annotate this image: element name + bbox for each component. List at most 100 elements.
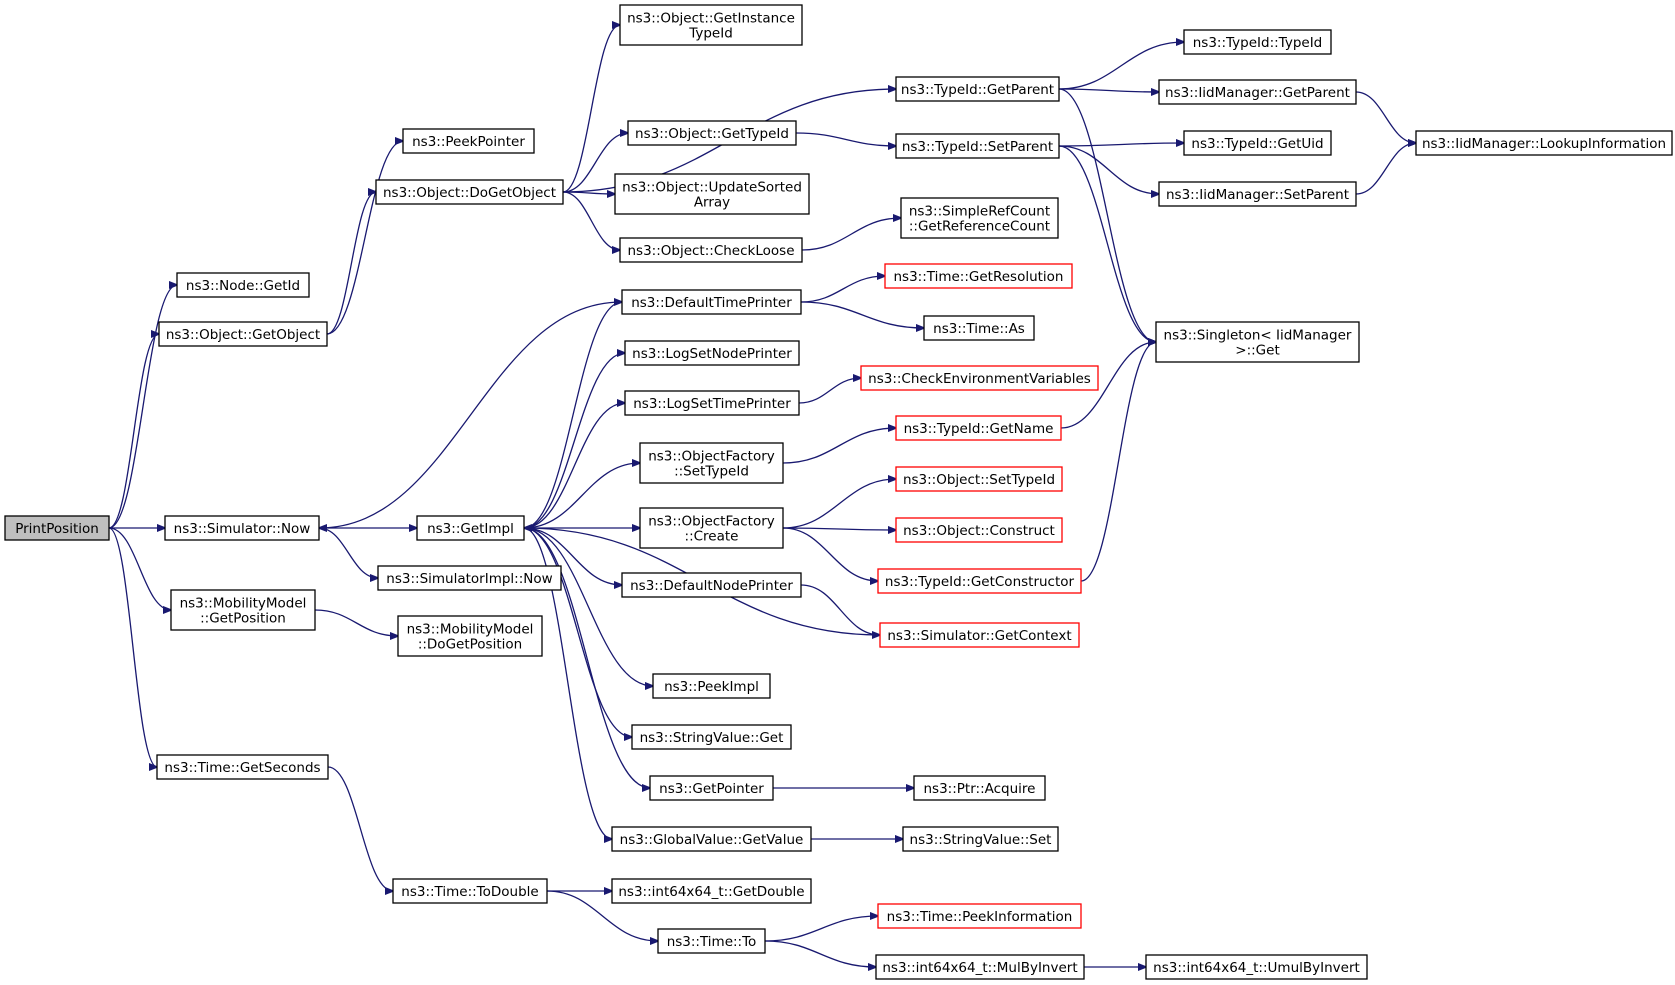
node-label: ns3::int64x64_t::MulByInvert — [882, 960, 1077, 976]
node-checkenv[interactable]: ns3::CheckEnvironmentVariables — [860, 365, 1099, 391]
node-singleton-get[interactable]: ns3::Singleton< IidManager>::Get — [1155, 321, 1360, 363]
node-sim-getctx[interactable]: ns3::Simulator::GetContext — [879, 622, 1080, 648]
edge-iidmgr-getparent-to-iidmgr-lookup — [1355, 91, 1416, 143]
node-typeid-setparent[interactable]: ns3::TypeId::SetParent — [895, 133, 1060, 159]
node-getpointer[interactable]: ns3::GetPointer — [649, 775, 774, 801]
edge-mm-getpos-to-mm-dogetpos — [314, 609, 398, 636]
node-typeid-typeid[interactable]: ns3::TypeId::TypeId — [1183, 29, 1332, 55]
node-box — [170, 589, 316, 631]
node-iidmgr-lookup[interactable]: ns3::IidManager::LookupInformation — [1415, 130, 1673, 156]
node-deftimeprinter[interactable]: ns3::DefaultTimePrinter — [621, 289, 802, 315]
edge-getimpl-to-objfac-settype — [523, 463, 640, 529]
node-box — [1145, 954, 1368, 980]
node-box — [156, 754, 329, 780]
node-obj-getobject[interactable]: ns3::Object::GetObject — [158, 321, 328, 347]
node-typeid-getuid[interactable]: ns3::TypeId::GetUid — [1183, 130, 1332, 156]
node-peekimpl[interactable]: ns3::PeekImpl — [652, 673, 771, 699]
node-box — [164, 515, 320, 541]
node-obj-settypeid[interactable]: ns3::Object::SetTypeId — [895, 466, 1063, 492]
edge-line — [326, 192, 376, 335]
node-defnodeprinter[interactable]: ns3::DefaultNodePrinter — [621, 572, 802, 598]
node-time-as[interactable]: ns3::Time::As — [923, 315, 1035, 341]
node-label: ns3::TypeId::SetParent — [902, 139, 1053, 155]
node-time-todouble[interactable]: ns3::Time::ToDouble — [392, 878, 548, 904]
node-box — [176, 272, 310, 298]
node-box — [875, 954, 1085, 980]
node-box — [879, 622, 1080, 648]
node-i64-umulbyinv[interactable]: ns3::int64x64_t::UmulByInvert — [1145, 954, 1368, 980]
node-strval-set[interactable]: ns3::StringValue::Set — [902, 826, 1059, 852]
node-label: ns3::Object::SetTypeId — [903, 472, 1055, 488]
node-typeid-getctor[interactable]: ns3::TypeId::GetConstructor — [877, 568, 1082, 594]
node-box — [895, 466, 1063, 492]
node-box — [624, 340, 800, 366]
node-label: ns3::GetPointer — [659, 781, 764, 797]
node-obj-dogetobj[interactable]: ns3::Object::DoGetObject — [375, 179, 564, 205]
node-typeid-getparent[interactable]: ns3::TypeId::GetParent — [895, 76, 1060, 102]
node-time-getsec[interactable]: ns3::Time::GetSeconds — [156, 754, 329, 780]
node-node-getid[interactable]: ns3::Node::GetId — [176, 272, 310, 298]
node-label: ns3::Object::Construct — [903, 523, 1055, 539]
node-strval-get[interactable]: ns3::StringValue::Get — [631, 724, 792, 750]
node-iidmgr-getparent[interactable]: ns3::IidManager::GetParent — [1158, 79, 1357, 105]
edge-getimpl-to-strval-get — [523, 527, 632, 737]
edge-line — [523, 353, 625, 529]
node-label: TypeId — [688, 26, 733, 42]
node-box — [614, 173, 810, 215]
node-globval-getval[interactable]: ns3::GlobalValue::GetValue — [611, 826, 812, 852]
node-box — [392, 878, 548, 904]
node-objfac-settype[interactable]: ns3::ObjectFactory::SetTypeId — [639, 442, 784, 484]
node-label: ns3::GetImpl — [427, 521, 514, 537]
node-getimpl[interactable]: ns3::GetImpl — [416, 515, 525, 541]
node-mm-dogetpos[interactable]: ns3::MobilityModel::DoGetPosition — [397, 615, 543, 657]
node-simimpl-now[interactable]: ns3::SimulatorImpl::Now — [377, 565, 562, 591]
node-box — [923, 315, 1035, 341]
node-srefcount[interactable]: ns3::SimpleRefCount::GetReferenceCount — [900, 197, 1059, 239]
edge-typeid-setparent-to-singleton-get — [1058, 145, 1156, 342]
edge-time-todouble-to-time-to — [546, 890, 658, 941]
node-printpos[interactable]: PrintPosition — [4, 515, 110, 541]
edge-getimpl-to-logsettime — [523, 403, 625, 529]
edge-line — [764, 940, 876, 967]
edge-line — [795, 132, 896, 146]
node-time-to[interactable]: ns3::Time::To — [657, 928, 766, 954]
node-objfac-create[interactable]: ns3::ObjectFactory::Create — [639, 507, 784, 549]
node-typeid-getname[interactable]: ns3::TypeId::GetName — [895, 415, 1062, 441]
node-i64-mulbyinv[interactable]: ns3::int64x64_t::MulByInvert — [875, 954, 1085, 980]
edge-printpos-to-node-getid — [108, 285, 177, 529]
node-logsettime[interactable]: ns3::LogSetTimePrinter — [624, 390, 800, 416]
edge-obj-getobject-to-peekpointer — [326, 141, 403, 335]
node-label: >::Get — [1235, 343, 1279, 359]
node-iidmgr-setparent[interactable]: ns3::IidManager::SetParent — [1158, 181, 1357, 207]
node-label: ns3::Object::DoGetObject — [383, 185, 556, 201]
node-box — [1415, 130, 1673, 156]
node-box — [649, 775, 774, 801]
edge-getimpl-to-getpointer — [523, 527, 650, 788]
node-i64-getdouble[interactable]: ns3::int64x64_t::GetDouble — [611, 878, 812, 904]
node-logsetnode[interactable]: ns3::LogSetNodePrinter — [624, 340, 800, 366]
edge-line — [782, 479, 896, 529]
edge-typeid-getparent-to-singleton-get — [1058, 88, 1156, 342]
node-mm-getpos[interactable]: ns3::MobilityModel::GetPosition — [170, 589, 316, 631]
node-label: ns3::IidManager::GetParent — [1165, 85, 1350, 101]
node-peekpointer[interactable]: ns3::PeekPointer — [402, 128, 535, 154]
edge-line — [1080, 342, 1156, 582]
node-ptr-acquire[interactable]: ns3::Ptr::Acquire — [913, 775, 1046, 801]
node-box — [621, 572, 802, 598]
edges-layer — [108, 25, 1416, 967]
node-obj-checkloose[interactable]: ns3::Object::CheckLoose — [619, 237, 803, 263]
edge-printpos-to-time-getsec — [108, 527, 157, 767]
node-obj-gettypeid[interactable]: ns3::Object::GetTypeId — [627, 120, 797, 146]
node-obj-construct[interactable]: ns3::Object::Construct — [895, 517, 1063, 543]
node-label: ::DoGetPosition — [418, 637, 522, 653]
node-label: ns3::Object::GetInstance — [627, 11, 795, 27]
node-box — [611, 826, 812, 852]
edge-line — [800, 276, 885, 303]
edge-line — [1058, 143, 1184, 146]
node-time-getres[interactable]: ns3::Time::GetResolution — [884, 263, 1073, 289]
node-time-peekinfo[interactable]: ns3::Time::PeekInformation — [877, 903, 1082, 929]
node-sim-now[interactable]: ns3::Simulator::Now — [164, 515, 320, 541]
edge-line — [326, 141, 403, 335]
